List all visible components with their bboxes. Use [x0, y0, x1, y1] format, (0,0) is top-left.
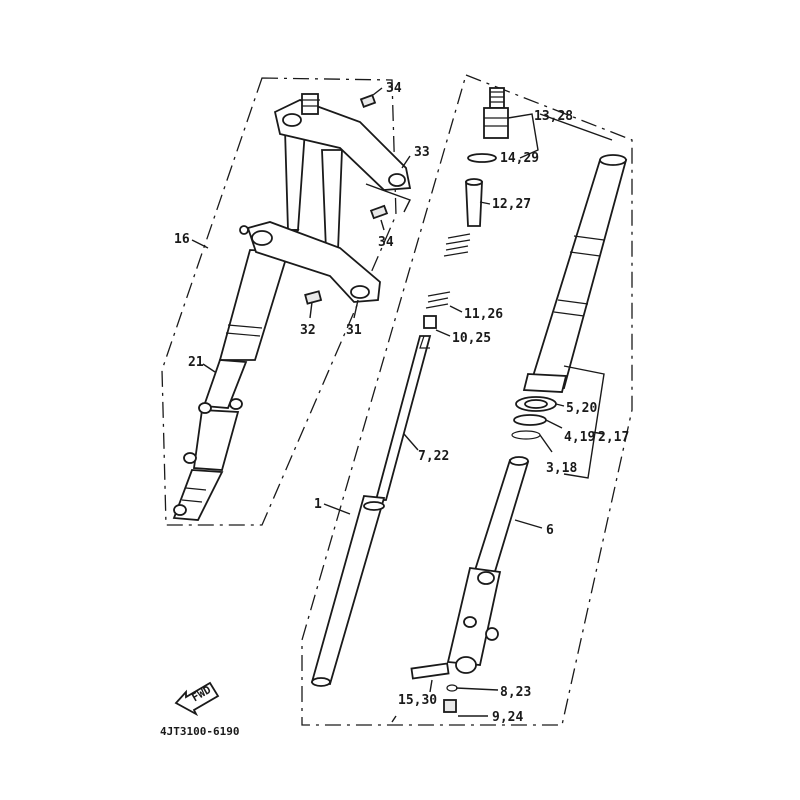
callout-32: 32 — [300, 323, 316, 338]
callout-2-17: 2,17 — [598, 430, 629, 445]
bolt-15-30 — [410, 662, 450, 680]
spring-11-26-top — [443, 233, 471, 257]
circlip-3-18 — [511, 430, 541, 440]
callout-34-lower: 34 — [378, 235, 394, 250]
outer-tube-2-17 — [522, 154, 628, 393]
callout-6: 6 — [546, 523, 554, 538]
callout-31: 31 — [346, 323, 362, 338]
damper-rod-7-22 — [374, 335, 432, 501]
assembled-fork-left — [172, 93, 412, 521]
callout-1: 1 — [314, 497, 322, 512]
fwd-arrow-icon: FWD — [174, 681, 220, 717]
cap-bolt-13-28 — [483, 87, 509, 139]
washer-8-23 — [446, 684, 458, 692]
drain-bolt-9-24 — [443, 699, 457, 713]
bolt-34-lower — [369, 204, 389, 220]
callout-3-18: 3,18 — [546, 461, 577, 476]
callout-12-27: 12,27 — [492, 197, 531, 212]
callout-13-28: 13,28 — [534, 109, 573, 124]
callout-21: 21 — [188, 355, 204, 370]
spacer-12-27 — [465, 178, 483, 227]
callout-34-upper: 34 — [386, 81, 402, 96]
inner-tube-1 — [310, 495, 386, 687]
callout-16: 16 — [174, 232, 190, 247]
callout-5-20: 5,20 — [566, 401, 597, 416]
assembly-boundary-left — [161, 77, 397, 526]
callout-33: 33 — [414, 145, 430, 160]
piston-ring-10-25 — [423, 315, 437, 329]
bolt-32 — [304, 290, 323, 305]
callout-10-25: 10,25 — [452, 331, 491, 346]
spring-11-26-bottom — [425, 291, 451, 309]
oil-seal-5-20 — [515, 396, 557, 412]
drawing-code: 4JT3100-6190 — [160, 725, 239, 738]
leader-lines — [191, 87, 613, 723]
callout-14-29: 14,29 — [500, 151, 539, 166]
callout-15-30: 15,30 — [398, 693, 437, 708]
bolt-34-upper — [359, 94, 377, 108]
callout-11-26: 11,26 — [464, 307, 503, 322]
assembly-boundary-right — [301, 74, 633, 726]
callout-8-23: 8,23 — [500, 685, 531, 700]
callout-7-22: 7,22 — [418, 449, 449, 464]
o-ring-14-29 — [467, 153, 497, 163]
washer-4-19 — [513, 414, 547, 426]
callout-9-24: 9,24 — [492, 710, 523, 725]
callout-4-19: 4,19 — [564, 430, 595, 445]
lower-leg-6 — [446, 456, 530, 674]
